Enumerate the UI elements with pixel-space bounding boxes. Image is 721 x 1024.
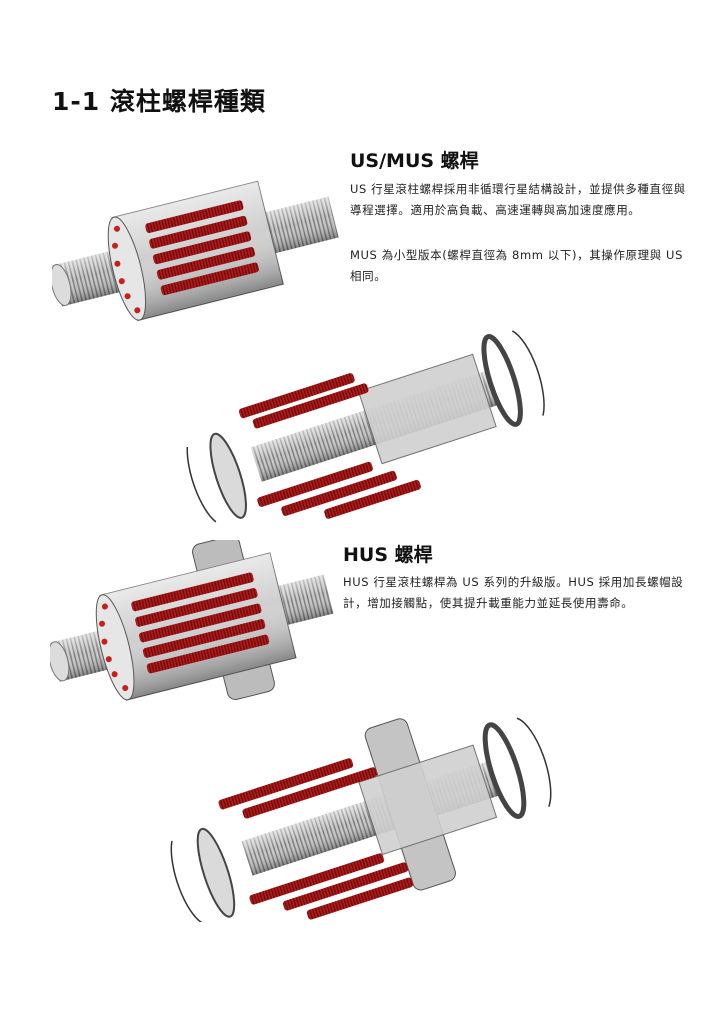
snap-ring-left xyxy=(170,840,204,922)
retainer-ring-left xyxy=(209,432,247,519)
section-heading-hus: HUS 螺桿 xyxy=(343,544,433,566)
us-screw-assembled-illustration xyxy=(52,180,339,322)
rollers xyxy=(218,758,414,920)
retainer-ring-right xyxy=(481,334,523,427)
section-heading-us-mus: US/MUS 螺桿 xyxy=(350,150,479,172)
snap-ring-right xyxy=(511,330,545,416)
rollers xyxy=(131,572,270,674)
nut-end-ring xyxy=(95,594,135,701)
us-description: US 行星滾柱螺桿採用非循環行星結構設計，並提供多種直徑與導程選擇。適用於高負載… xyxy=(350,182,686,217)
rollers xyxy=(145,200,259,296)
hus-screw-exploded-illustration xyxy=(170,717,552,922)
snap-ring-right xyxy=(516,717,552,807)
snap-ring-left xyxy=(186,446,217,523)
us-screw-exploded-illustration xyxy=(186,330,545,523)
hus-screw-assembled-illustration xyxy=(50,540,334,701)
nut-body xyxy=(358,744,498,856)
retainer-ring-right xyxy=(482,722,527,819)
rollers xyxy=(238,373,421,519)
retainer-ring-left xyxy=(196,827,236,918)
nut-end-ring xyxy=(107,216,147,321)
nut-body xyxy=(357,353,497,465)
page-title: 1-1 滾柱螺桿種類 xyxy=(52,87,266,116)
mus-description: MUS 為小型版本(螺桿直徑為 8mm 以下)，其操作原理與 US 相同。 xyxy=(350,248,683,283)
hus-description: HUS 行星滾柱螺桿為 US 系列的升級版。HUS 採用加長螺帽設計，增加接觸點… xyxy=(343,575,684,610)
